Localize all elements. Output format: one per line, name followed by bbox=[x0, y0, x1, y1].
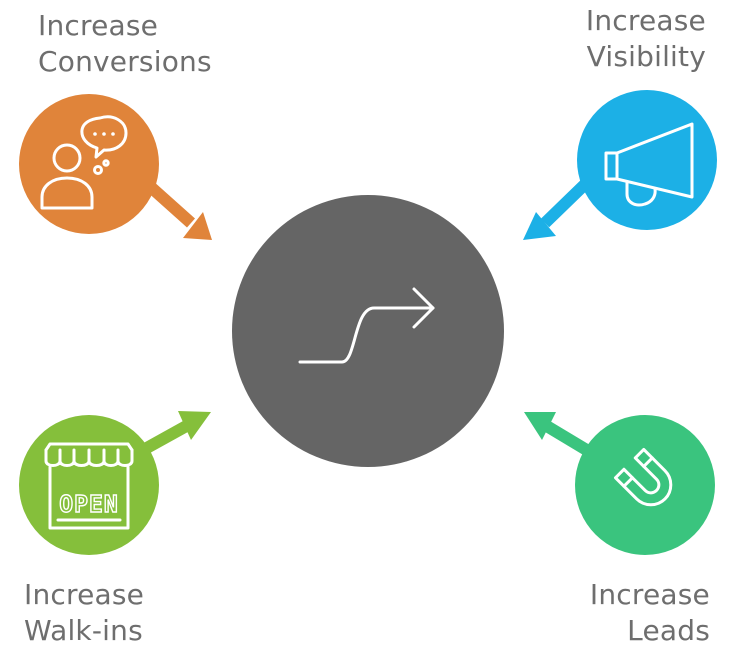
center-circle bbox=[232, 195, 504, 467]
megaphone-icon bbox=[604, 122, 694, 207]
leads-label-line2: Leads bbox=[627, 614, 710, 647]
leads-circle bbox=[575, 415, 715, 555]
center-node bbox=[232, 195, 504, 467]
visibility-label-line2: Visibility bbox=[586, 40, 706, 73]
conversions-label: Increase Conversions bbox=[38, 8, 212, 80]
conversions-label-line1: Increase bbox=[38, 9, 159, 42]
open-storefront-icon bbox=[44, 442, 134, 530]
magnet-icon bbox=[613, 447, 673, 507]
leads-node bbox=[524, 412, 715, 555]
leads-label: Increase Leads bbox=[590, 577, 710, 649]
leads-label-line1: Increase bbox=[589, 578, 710, 611]
walkins-label-line2: Walk-ins bbox=[24, 614, 143, 647]
walkins-label-line1: Increase bbox=[24, 578, 145, 611]
walkins-label: Increase Walk-ins bbox=[24, 577, 144, 649]
visibility-label: Increase Visibility bbox=[586, 3, 706, 75]
walkins-node: OPEN bbox=[19, 411, 211, 555]
visibility-node bbox=[523, 90, 717, 240]
visibility-label-line1: Increase bbox=[585, 4, 706, 37]
person-chat-bubble-icon bbox=[40, 115, 128, 210]
curved-arrow-icon bbox=[298, 287, 435, 364]
conversions-node bbox=[19, 94, 212, 240]
visibility-circle bbox=[577, 90, 717, 230]
conversions-circle bbox=[19, 94, 159, 234]
walkins-circle bbox=[19, 415, 159, 555]
open-sign-text: OPEN bbox=[59, 492, 118, 518]
conversions-label-line2: Conversions bbox=[38, 45, 212, 78]
